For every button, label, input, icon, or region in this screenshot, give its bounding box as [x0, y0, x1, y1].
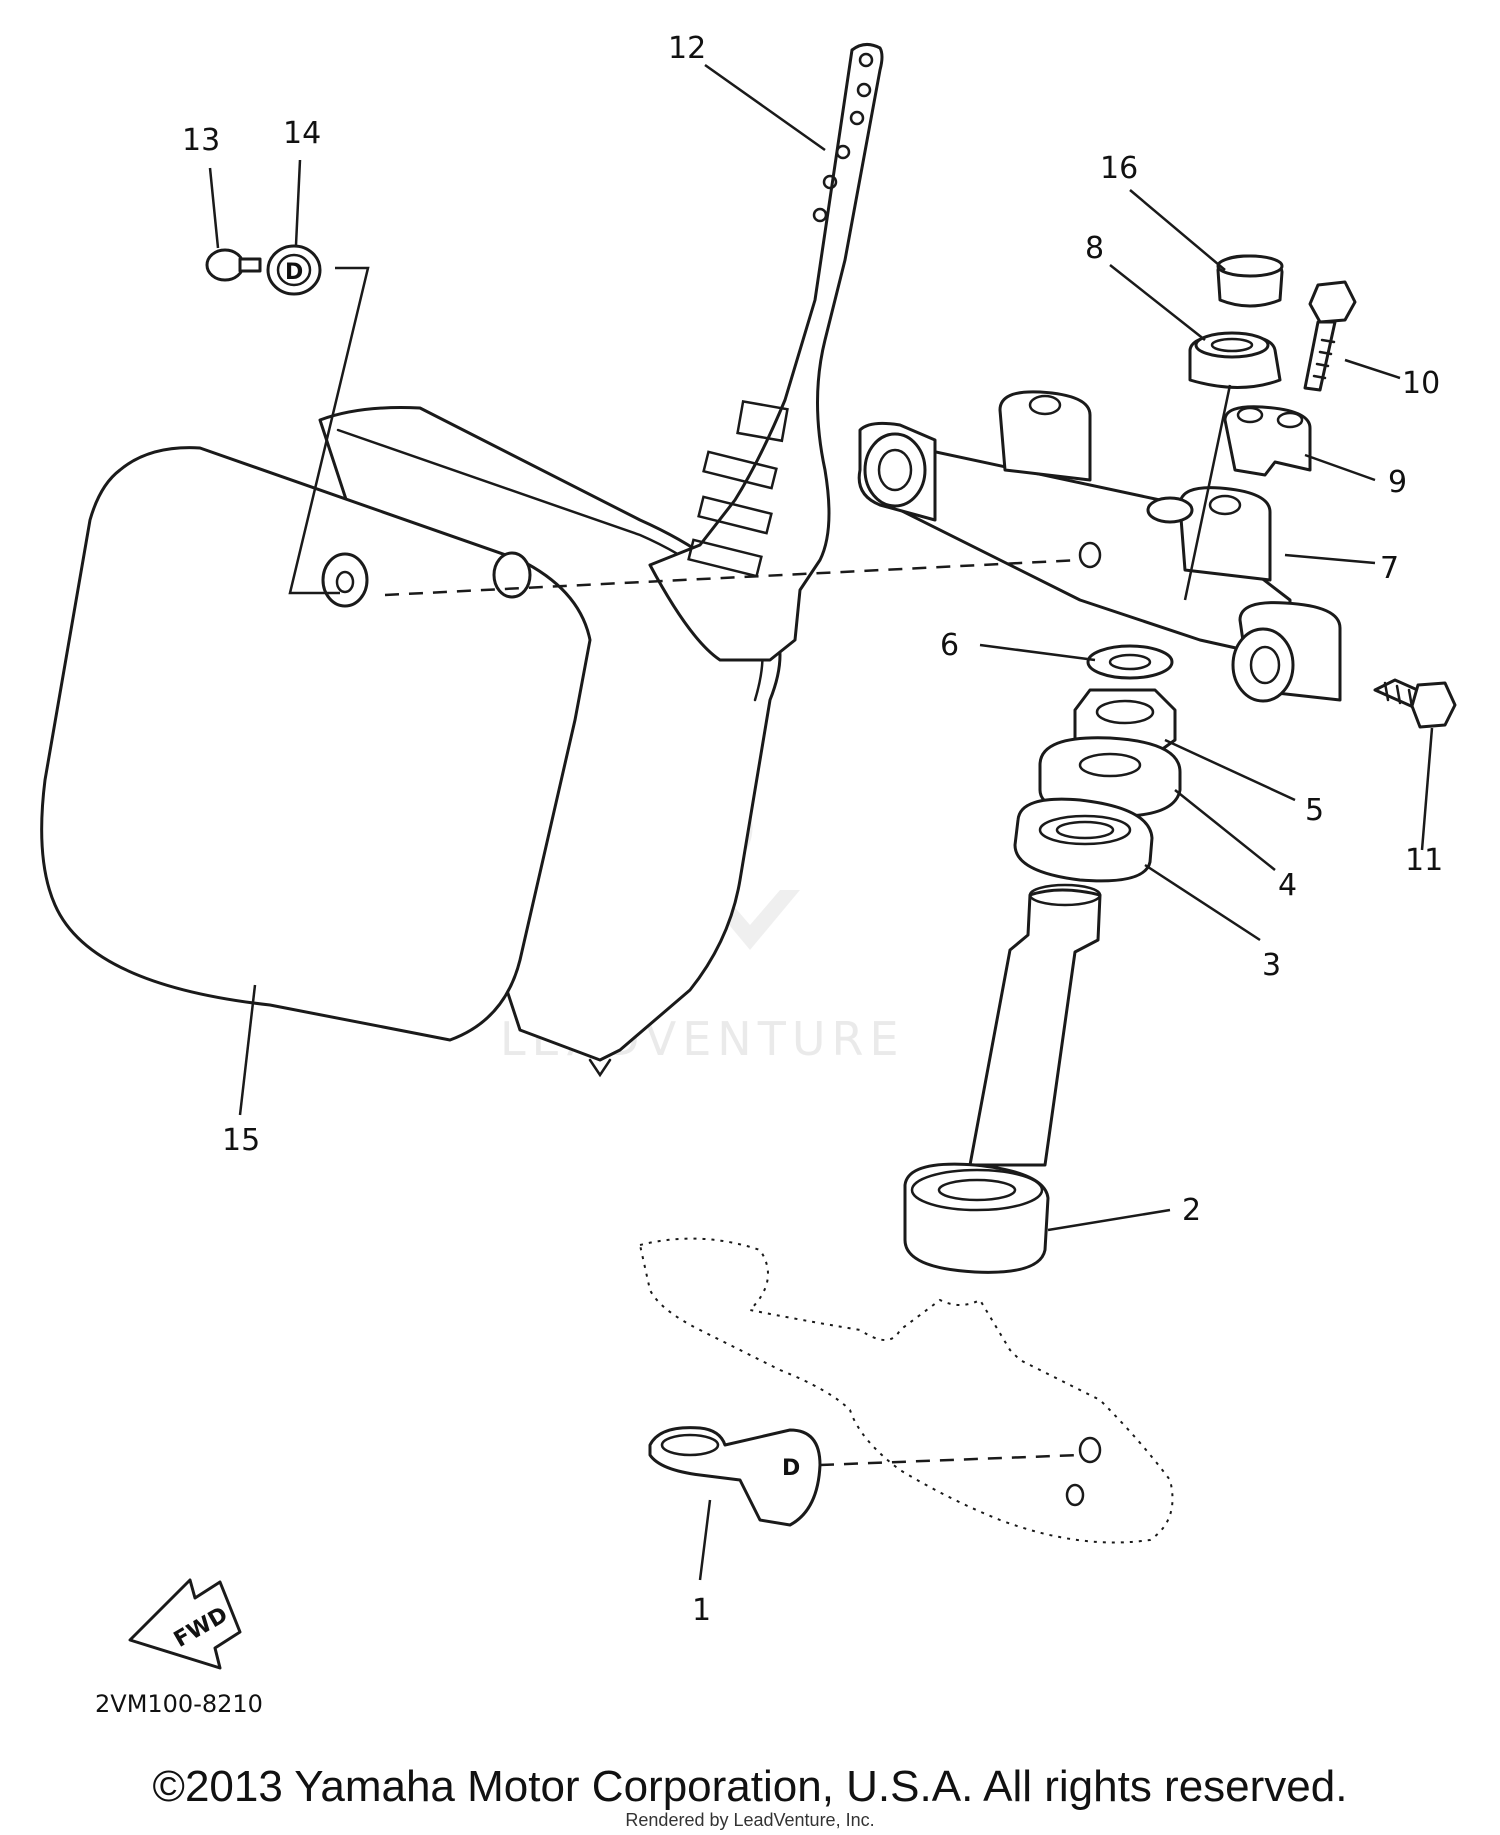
callout-13: 13 — [182, 123, 220, 158]
fwd-arrow-icon: FWD — [128, 1578, 242, 1670]
panel-hole-left-icon — [321, 552, 369, 608]
callout-3: 3 — [1262, 948, 1281, 983]
callout-numbers: 12 13 14 16 8 10 9 7 6 5 4 3 11 2 15 1 — [182, 31, 1443, 1628]
assembly-line-washer — [288, 266, 370, 595]
callout-2: 2 — [1182, 1193, 1201, 1228]
part-1-clamp: D — [648, 1426, 822, 1527]
part-8-collar — [1188, 331, 1282, 389]
callout-9: 9 — [1388, 465, 1407, 500]
part-3-bearing — [1013, 797, 1154, 883]
rendered-by-notice: Rendered by LeadVenture, Inc. — [625, 1810, 875, 1830]
part-10-bolt — [1303, 280, 1357, 392]
callout-5: 5 — [1305, 793, 1324, 828]
callout-10: 10 — [1402, 366, 1440, 401]
callout-6: 6 — [940, 628, 959, 663]
bracket-mark: D — [782, 1456, 800, 1481]
part-7-upper-bracket — [857, 390, 1342, 703]
callout-11: 11 — [1405, 843, 1443, 878]
callout-4: 4 — [1278, 868, 1297, 903]
copyright-notice: ©2013 Yamaha Motor Corporation, U.S.A. A… — [152, 1762, 1348, 1811]
part-9-holder — [1223, 405, 1312, 477]
part-13-screw — [205, 248, 262, 282]
diagram-code: 2VM100-8210 — [95, 1690, 263, 1718]
assembly-line-clamp — [819, 1453, 1081, 1467]
assembly-line-panel — [384, 558, 1081, 597]
callout-16: 16 — [1100, 151, 1138, 186]
washer-mark: D — [285, 260, 303, 285]
part-2-seal — [903, 1162, 1050, 1274]
part-16-cap — [1216, 254, 1284, 308]
part-14-washer: D — [266, 244, 322, 296]
part-15-panel — [40, 406, 782, 1078]
part-12-bracket — [648, 43, 884, 662]
leader-lines — [208, 63, 1434, 1581]
callout-1: 1 — [692, 1593, 711, 1628]
part-6-washer — [1086, 644, 1174, 680]
callout-14: 14 — [283, 116, 321, 151]
assembly-line-stem — [1183, 384, 1232, 601]
callout-7: 7 — [1380, 551, 1399, 586]
callout-12: 12 — [668, 31, 706, 66]
part-11-bolt — [1373, 678, 1457, 729]
callout-15: 15 — [222, 1123, 260, 1158]
callout-8: 8 — [1085, 231, 1104, 266]
